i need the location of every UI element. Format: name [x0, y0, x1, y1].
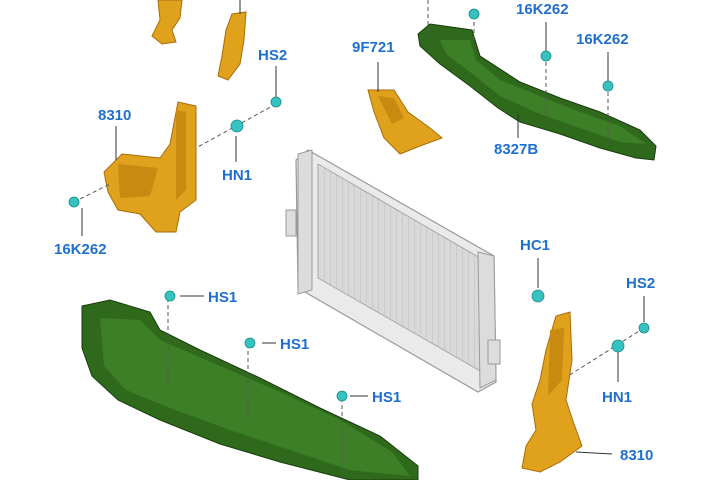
label-hn1-right: HN1	[602, 389, 632, 406]
clip-icon	[540, 50, 552, 62]
orange-bracket-fragment-top-mid	[217, 0, 247, 81]
label-hs2-top: HS2	[258, 47, 287, 64]
clip-icon	[164, 290, 176, 302]
bracket-9f721	[367, 89, 443, 155]
label-16k262-left: 16K262	[54, 241, 107, 258]
clip-icon	[230, 119, 244, 133]
clip-icon	[638, 322, 650, 334]
label-9f721: 9F721	[352, 39, 395, 56]
air-deflector-lower	[81, 299, 419, 480]
label-hn1-left: HN1	[222, 167, 252, 184]
air-deflector-upper-8327b	[417, 23, 657, 161]
leader-lines	[81, 22, 645, 455]
orange-bracket-fragment-top-left	[151, 0, 183, 45]
label-16k262-top-b: 16K262	[576, 31, 629, 48]
label-hs1-b: HS1	[280, 336, 309, 353]
clip-icon	[336, 390, 348, 402]
clip-icon	[611, 339, 625, 353]
label-16k262-top-a: 16K262	[516, 1, 569, 18]
label-hs2-right: HS2	[626, 275, 655, 292]
radiator	[285, 149, 501, 393]
leader-8310-right	[575, 451, 613, 455]
clip-icon	[531, 289, 545, 303]
clip-icon	[602, 80, 614, 92]
label-hs1-c: HS1	[372, 389, 401, 406]
clip-icon	[244, 337, 256, 349]
callout-labels: HS2 8310 HN1 16K262 9F721 16K262 16K262 …	[54, 1, 655, 464]
clip-icon	[68, 196, 80, 208]
air-deflector-bracket-right	[521, 311, 583, 473]
air-deflector-bracket-left	[103, 101, 197, 233]
label-8327b: 8327B	[494, 141, 538, 158]
clip-icon	[468, 8, 480, 20]
label-hs1-a: HS1	[208, 289, 237, 306]
label-8310-left: 8310	[98, 107, 131, 124]
clip-icon	[270, 96, 282, 108]
label-hc1: HC1	[520, 237, 550, 254]
label-8310-right: 8310	[620, 447, 653, 464]
fasteners	[68, 8, 650, 402]
